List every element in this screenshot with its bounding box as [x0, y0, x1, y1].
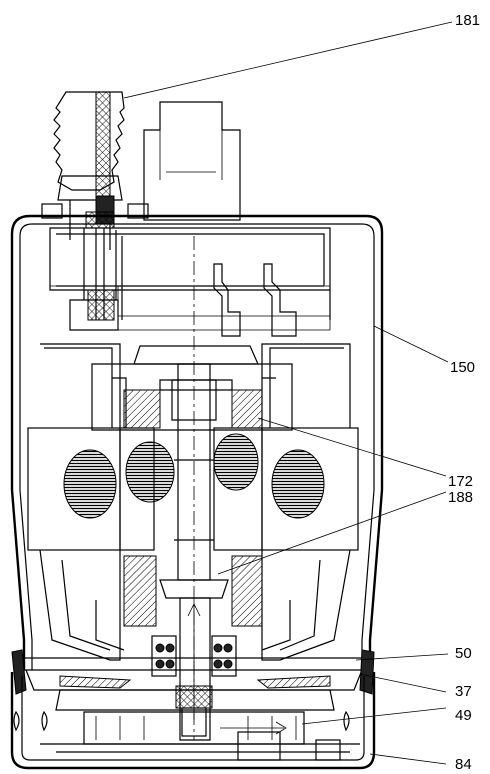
- outer-housing: [10, 214, 384, 670]
- motor-top-chamber: [49, 227, 331, 337]
- leader-84: [369, 753, 447, 765]
- callout-labels: 181 150 172 188 50 37 49 84: [448, 12, 480, 773]
- shaft: [159, 236, 229, 741]
- stator: [27, 343, 359, 661]
- pump-base: [10, 672, 376, 770]
- leader-49: [301, 707, 447, 725]
- leader-188: [217, 491, 447, 575]
- cable-gland: [41, 91, 149, 331]
- callout-172: 172: [448, 473, 473, 490]
- callout-84: 84: [455, 756, 472, 773]
- callout-150: 150: [450, 359, 475, 376]
- leader-50: [355, 653, 449, 661]
- leader-172: [257, 417, 447, 477]
- callout-181: 181: [455, 12, 480, 29]
- leader-150: [373, 325, 449, 363]
- leader-37: [359, 673, 447, 693]
- leader-181: [123, 21, 453, 99]
- bearing-assembly: [151, 635, 237, 677]
- callout-188: 188: [448, 489, 473, 506]
- rotor: [91, 345, 293, 651]
- callout-49: 49: [455, 707, 472, 724]
- junction-box: [143, 101, 241, 221]
- callout-37: 37: [455, 683, 472, 700]
- seal-flange: [11, 649, 375, 711]
- callout-50: 50: [455, 645, 472, 662]
- leader-lines: [123, 21, 453, 765]
